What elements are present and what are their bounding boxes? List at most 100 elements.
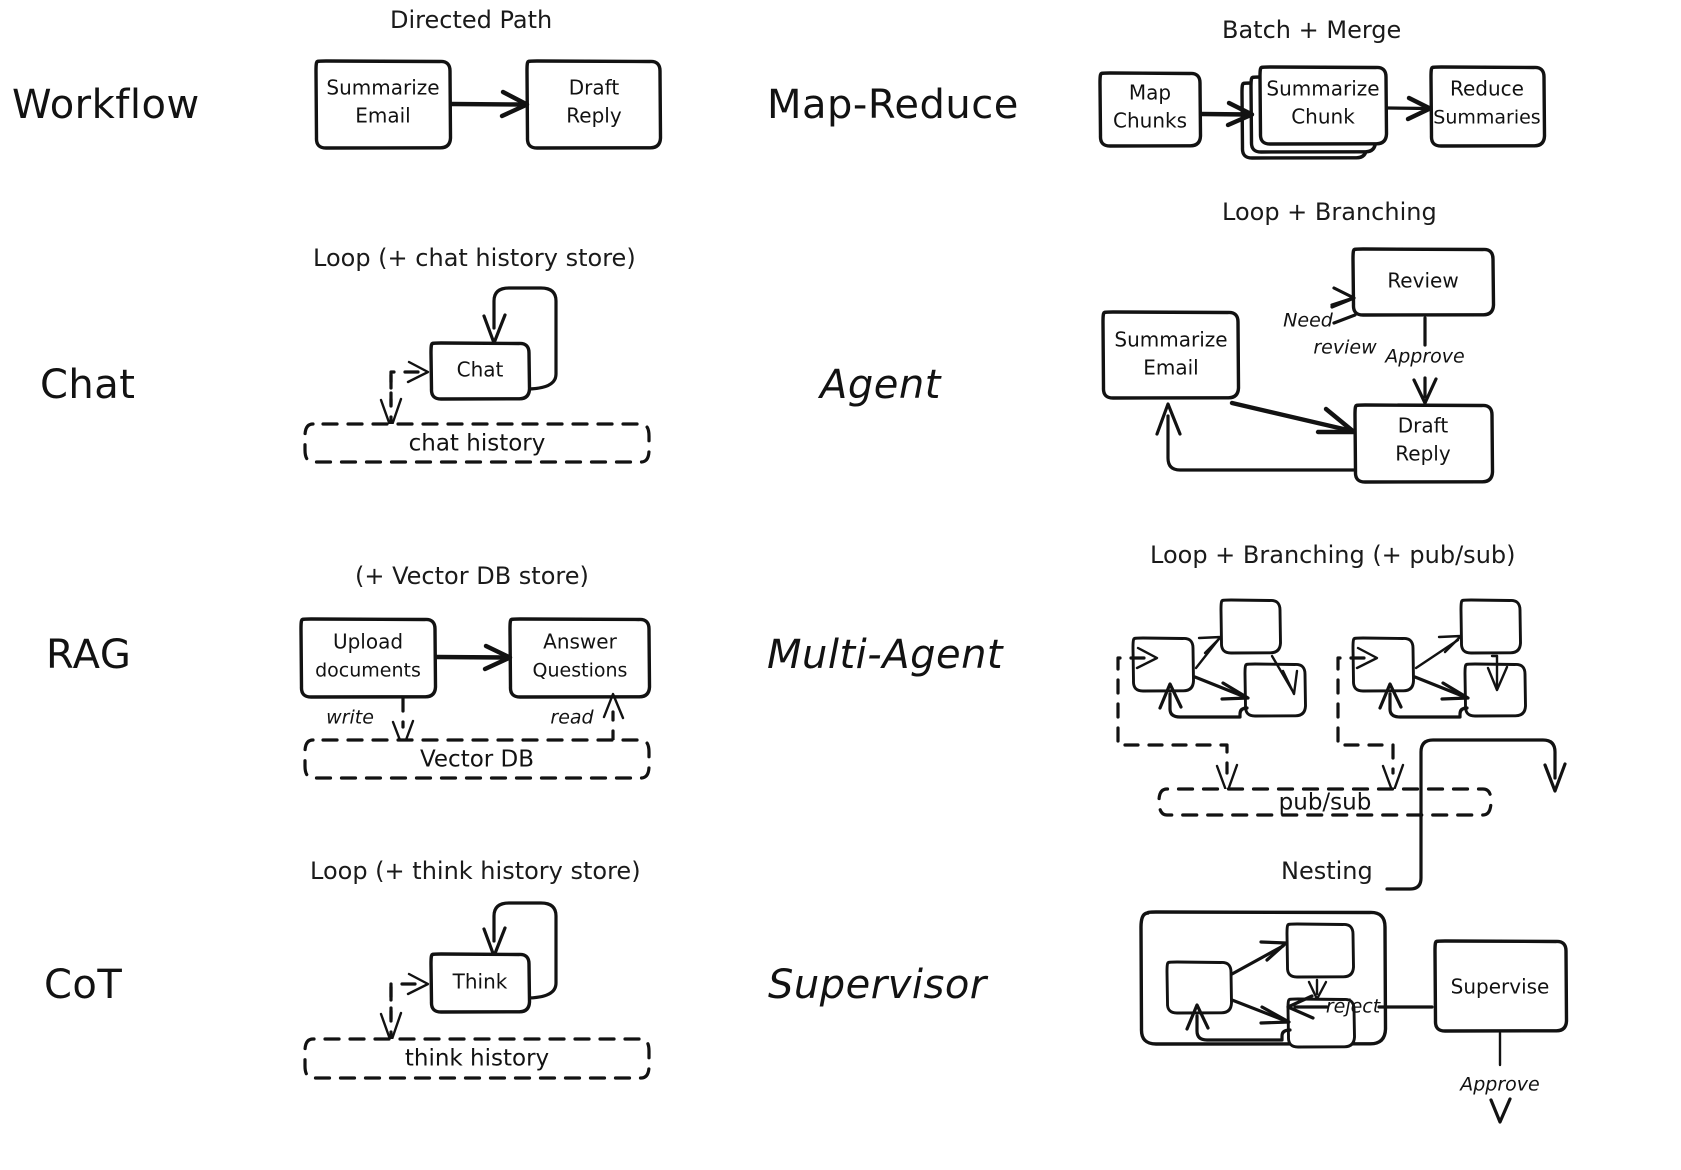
store-vector-db-box [303, 738, 651, 780]
ma-b-node-right [1463, 662, 1527, 718]
row-label-chat: Chat [40, 362, 136, 408]
edge-nested-to-supervise [1385, 738, 1557, 891]
arrowhead-map-to-summarize [1225, 100, 1255, 128]
ma-a-arrow-top-right [1281, 669, 1299, 696]
arrowhead-read [602, 692, 625, 720]
sup-arrow-left-right [1259, 1005, 1291, 1025]
arrowhead-approve-supervisor [1489, 1097, 1512, 1124]
arrowhead-reject [1286, 994, 1315, 1020]
store-vector-db-label: Vector DB [420, 747, 534, 773]
arrowhead-summarize-to-draftreply [1315, 406, 1357, 435]
ma-b-arrow-left-right [1440, 681, 1470, 701]
store-pub-sub-label: pub/sub [1279, 790, 1372, 816]
caption-batch-merge: Batch + Merge [1222, 16, 1402, 44]
ma-a-edge-right-left-loop [1168, 692, 1249, 719]
edge-need-review-stub [1332, 313, 1357, 325]
ma-a-arrow-left-top [1197, 635, 1223, 655]
caption-loop-branching-pubsub: Loop + Branching (+ pub/sub) [1150, 541, 1516, 569]
arrowhead-think-history-read [406, 972, 430, 996]
multi-agent-cluster-a [1116, 598, 1307, 795]
ma-b-arrow-left-top [1437, 634, 1463, 654]
edge-summarize-to-reduce [1386, 106, 1430, 111]
arrowhead-upload-to-answer [482, 643, 513, 672]
row-label-cot: CoT [44, 962, 123, 1008]
supervisor-group: Supervise reject Approve [1139, 738, 1569, 1124]
row-label-supervisor: Supervisor [768, 962, 987, 1008]
edge-summarize-to-draftreply [1229, 400, 1355, 434]
node-summarize-email-box [314, 59, 453, 150]
caption-nesting: Nesting [1281, 857, 1373, 885]
map-reduce-group: Map Chunks Summarize Chunk Reduce Summar… [1098, 65, 1547, 160]
node-agent-draft-line1: Draft [1398, 414, 1449, 438]
arrowhead-draft-loop-back [1155, 402, 1182, 436]
arrowhead-nested-to-supervise [1543, 762, 1567, 793]
row-label-multi-agent: Multi-Agent [767, 632, 1004, 678]
node-summarize-chunk-line2: Chunk [1291, 105, 1355, 129]
node-draft-reply-box [525, 59, 663, 150]
ma-a-node-top [1219, 598, 1282, 655]
row-label-agent: Agent [820, 362, 941, 408]
ma-b-node-top [1459, 598, 1522, 655]
edge-upload-to-answer [434, 654, 510, 660]
caption-loop-branching: Loop + Branching [1222, 198, 1437, 226]
cot-group: Think think history [303, 901, 651, 1080]
arrowhead-need-review [1330, 286, 1356, 309]
edge-chat-self-loop [492, 286, 558, 391]
node-upload-documents-box [299, 617, 438, 699]
edge-label-approve-supervisor: Approve [1458, 1074, 1540, 1096]
ma-b-edge-right-left-loop [1388, 692, 1469, 719]
multi-agent-group: pub/sub [1116, 598, 1527, 817]
node-answer-questions-box [508, 617, 652, 699]
chat-group: Chat chat history [303, 286, 651, 464]
sup-arrow-left-top [1259, 940, 1288, 962]
arrowhead-summarize-to-draft [499, 89, 530, 119]
edge-label-read: read [550, 707, 594, 729]
row-label-map-reduce: Map-Reduce [767, 82, 1019, 128]
sup-node-top [1285, 922, 1355, 979]
arrowhead-review-to-draft [1412, 377, 1438, 405]
workflow-group: Summarize Email Draft Reply [314, 59, 663, 150]
sup-arrow-right-left-loop [1185, 1003, 1210, 1031]
node-map-chunks-line2: Chunks [1113, 109, 1187, 133]
arrowhead-chat-history-read [406, 360, 430, 384]
store-think-history-box [303, 1037, 651, 1080]
edge-think-history-read [389, 982, 422, 1047]
ma-b-arrow-top-right [1486, 665, 1509, 692]
ma-a-edge-left-right [1193, 675, 1247, 699]
node-agent-summarize-box [1101, 310, 1241, 400]
ma-a-node-right [1243, 662, 1307, 718]
caption-loop-think-store: Loop (+ think history store) [310, 857, 641, 885]
row-label-rag: RAG [46, 632, 132, 678]
node-review-box [1351, 247, 1496, 317]
node-draft-reply-line1: Draft [569, 76, 620, 100]
edge-label-review: review [1313, 337, 1377, 359]
node-agent-draft-line2: Reply [1395, 442, 1451, 466]
node-reduce-summaries-line2: Summaries [1433, 107, 1540, 129]
store-pub-sub-box [1157, 787, 1493, 817]
node-think-box [429, 952, 532, 1014]
sup-node-right [1286, 997, 1356, 1049]
node-agent-draft-box [1353, 403, 1495, 484]
edge-label-need: Need [1283, 310, 1334, 332]
store-chat-history-label: chat history [409, 431, 546, 457]
row-label-workflow: Workflow [12, 82, 200, 128]
ma-a-arrow-right-left-loop [1158, 682, 1183, 710]
edge-draft-loop-back [1166, 414, 1357, 472]
node-map-chunks-line1: Map [1129, 81, 1171, 105]
sup-node-left [1165, 960, 1233, 1015]
node-think-label: Think [452, 970, 508, 994]
ma-a-node-left [1131, 636, 1195, 693]
store-chat-history-box [303, 422, 651, 464]
sup-edge-right-left-loop [1195, 1014, 1292, 1042]
node-summarize-chunk-box [1258, 65, 1389, 146]
caption-directed-path: Directed Path [390, 6, 553, 34]
sup-arrow-top-right [1307, 980, 1328, 1001]
rag-group: Upload documents Answer Questions write … [299, 617, 652, 780]
edge-summarize-to-draft [449, 101, 527, 107]
node-supervise-label: Supervise [1451, 975, 1550, 999]
node-answer-line1: Answer [543, 630, 617, 654]
node-agent-summarize-line1: Summarize [1114, 328, 1227, 352]
edge-map-to-summarize [1199, 111, 1252, 117]
sup-edge-left-top [1230, 944, 1285, 976]
